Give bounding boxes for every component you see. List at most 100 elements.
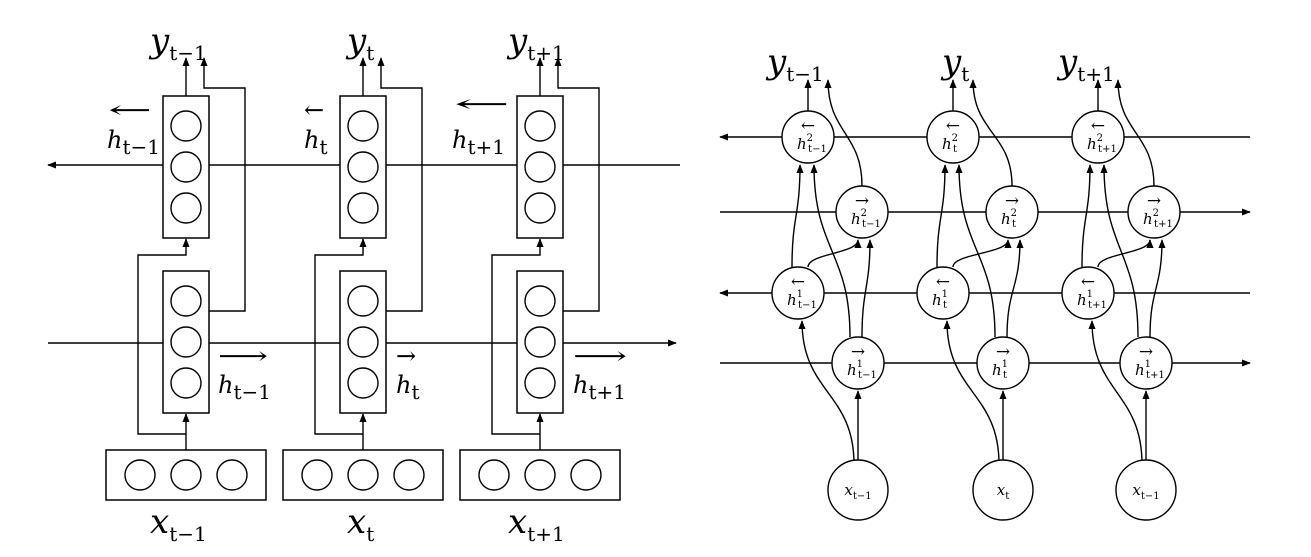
right-output-label-t-plus-1: yt+1 [1056,42,1115,86]
backward-hidden-label-t: ht [304,126,328,159]
node-arrow-label: → [996,342,1010,362]
input-label-t-minus-1: xt−1 [150,502,207,546]
node-circle [831,336,885,390]
edge-forward1-to-backward2 [1100,164,1139,338]
left-column-t [282,57,444,501]
input-node-circle [827,459,889,521]
backward-arrow-t-plus-1: ← [454,90,510,118]
edge-backward1-to-forward2 [952,239,1012,268]
unit [347,110,379,142]
unit [170,367,202,399]
unit [524,326,556,358]
right-output-label-t: yt [940,42,969,86]
unit [478,459,510,491]
unit [524,151,556,183]
edge-forward1-to-forward2 [861,239,874,338]
node-arrow-label: ← [801,116,815,136]
unit [524,110,556,142]
backward-arrow-t-minus-1: ← [108,96,152,124]
unit [347,326,379,358]
edge-backward1-to-backward2 [1081,164,1094,268]
node-arrow-label: → [1147,191,1161,211]
node-circle [976,336,1030,390]
input-node-label: xt−1 [1132,481,1159,502]
input-label-t-plus-1: xt+1 [508,502,565,546]
right-output-label-t-minus-1: yt−1 [765,42,824,86]
node-arrow-label: ← [1091,116,1105,136]
edge-input-to-backward1 [1088,320,1143,465]
node-circle [1119,336,1173,390]
node-circle [916,266,970,320]
input-node-circle [1115,459,1177,521]
forward-arrow-t: → [396,342,416,370]
unit [170,151,202,183]
unit [524,192,556,224]
output-label-t-minus-1: yt−1 [148,21,207,65]
input-node: xt [972,459,1034,521]
edge-forward2-to-output [824,79,863,187]
input-label-t: xt [347,502,374,546]
node-circle [1127,185,1181,239]
forward-hidden-label-t-minus-1: ht−1 [218,371,271,404]
node-arrow-label: → [855,191,869,211]
unit [524,285,556,317]
unit [347,285,379,317]
input-node-label: xt [997,481,1010,502]
forward-arrow-t-minus-1: ⟶ [218,342,268,370]
unit [170,285,202,317]
left-diagram: yt−1 yt yt+1 xt−1 xt xt+1 ← ht−1 ← ht ← … [47,21,680,546]
input-node: xt−1 [827,459,889,521]
input-node-circle [972,459,1034,521]
edge-forward1-to-backward2 [955,164,996,338]
output-label-t: yt [345,21,374,65]
node-circle [1061,266,1115,320]
left-column-t-minus-1 [105,57,267,501]
edge-backward1-to-backward2 [936,164,949,268]
left-column-t-plus-1 [459,57,621,501]
forward-arrow-t-plus-1: ⟶ [573,342,627,370]
unit [570,459,602,491]
unit [170,192,202,224]
node-arrow-label: ← [1081,272,1095,292]
node-circle [835,185,889,239]
node-circle [781,110,835,164]
node-arrow-label: → [851,342,865,362]
node-circle [771,266,825,320]
backward-hidden-label-t-plus-1: ht+1 [452,126,505,159]
edge-forward2-to-output [1114,79,1155,187]
edge-backward1-to-backward2 [791,164,804,268]
node-circle [985,185,1039,239]
unit [347,192,379,224]
unit [524,459,556,491]
unit [301,459,333,491]
edge-forward1-to-forward2 [1006,239,1024,338]
backward-hidden-label-t-minus-1: ht−1 [107,126,160,159]
node-circle [926,110,980,164]
unit [216,459,248,491]
node-arrow-label: → [1005,191,1019,211]
output-label-t-plus-1: yt+1 [506,21,565,65]
